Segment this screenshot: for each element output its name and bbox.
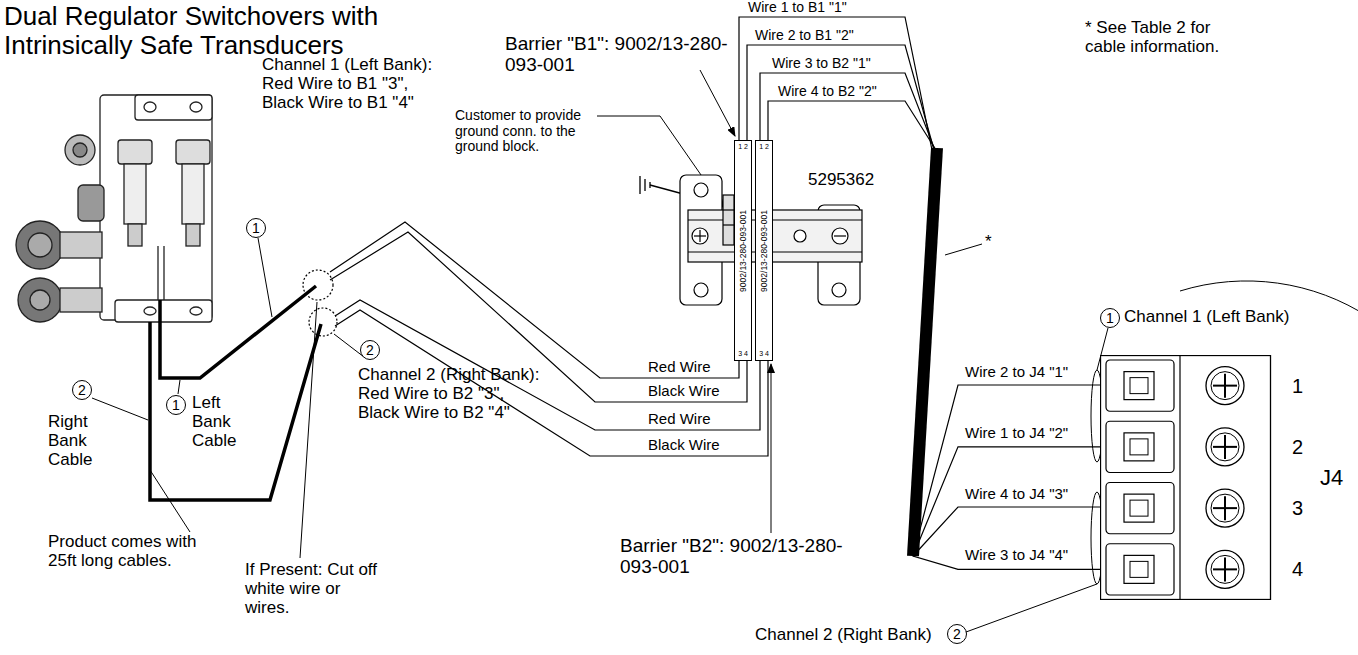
annotation: Wire 4 to B2 "2" <box>778 84 906 100</box>
callout-number: 2 <box>360 340 380 360</box>
terminal-block: 1 2 3 4 J4 <box>1100 355 1350 600</box>
annotation: Black Wire <box>648 437 738 454</box>
annotation: * See Table 2 for cable information. <box>1085 18 1250 56</box>
annotation: Channel 2 (Right Bank): Red Wire to B2 "… <box>358 365 548 422</box>
cut-point <box>303 270 337 336</box>
signal-wire <box>739 17 1100 556</box>
annotation: Product comes with 25ft long cables. <box>48 532 198 570</box>
diagram-title: Dual Regulator Switchovers with Intrinsi… <box>4 2 454 60</box>
terminal-block-body <box>1100 355 1272 600</box>
annotation: Wire 3 to B2 "1" <box>772 56 907 72</box>
callout-number: 1 <box>1100 308 1120 328</box>
annotation: Left Bank Cable <box>192 393 247 450</box>
pin-number: 4 <box>1292 558 1303 580</box>
annotation: Black Wire <box>648 383 738 400</box>
annotation: Barrier "B1": 9002/13-280-093-001 <box>505 33 735 76</box>
callout-number: 2 <box>947 624 967 644</box>
annotation: Wire 3 to J4 "4" <box>965 547 1095 564</box>
annotation: Wire 1 to J4 "2" <box>965 425 1095 442</box>
connector-name: J4 <box>1320 466 1343 490</box>
annotation: Red Wire <box>648 359 738 376</box>
pin-number: 1 <box>1292 375 1303 397</box>
callout-number: 2 <box>72 380 92 400</box>
callout-number: 1 <box>246 218 266 238</box>
regulator-illustration <box>16 95 212 322</box>
annotation: Wire 4 to J4 "3" <box>965 486 1095 503</box>
annotation: Right Bank Cable <box>48 412 108 469</box>
annotation: Channel 2 (Right Bank) <box>755 625 945 644</box>
annotation: Barrier "B2": 9002/13-280-093-001 <box>620 535 850 578</box>
annotation: Wire 1 to B1 "1" <box>748 0 898 16</box>
leader-line <box>92 70 1358 632</box>
annotation: Wire 2 to B1 "2" <box>755 28 905 44</box>
annotation: Customer to provide ground conn. to the … <box>455 108 595 155</box>
pin-number: 2 <box>1292 436 1303 458</box>
annotation: Channel 1 (Left Bank) <box>1124 307 1324 326</box>
signal-wire <box>760 73 1100 569</box>
terminal-number: 3 4 <box>735 350 751 358</box>
callout-number: 1 <box>166 395 186 415</box>
terminal-number: 1 2 <box>756 143 772 151</box>
terminal-number: 1 2 <box>735 143 751 151</box>
annotation: If Present: Cut off white wire or wires. <box>245 560 380 617</box>
pin-number: 3 <box>1292 497 1303 519</box>
barrier-module: 1 2 9002/13-280-093-001 3 4 <box>734 140 752 361</box>
part-number: 9002/13-280-093-001 <box>738 210 748 292</box>
annotation: 5295362 <box>808 170 898 189</box>
annotation: * <box>985 232 999 251</box>
annotation: Channel 1 (Left Bank): Red Wire to B1 "3… <box>262 55 440 112</box>
annotation: Wire 2 to J4 "1" <box>965 364 1095 381</box>
part-number: 9002/13-280-093-001 <box>759 210 769 292</box>
transducer-cable <box>150 286 321 500</box>
annotation: Red Wire <box>648 411 738 428</box>
barrier-module: 1 2 9002/13-280-093-001 3 4 <box>755 140 773 361</box>
terminal-number: 3 4 <box>756 350 772 358</box>
